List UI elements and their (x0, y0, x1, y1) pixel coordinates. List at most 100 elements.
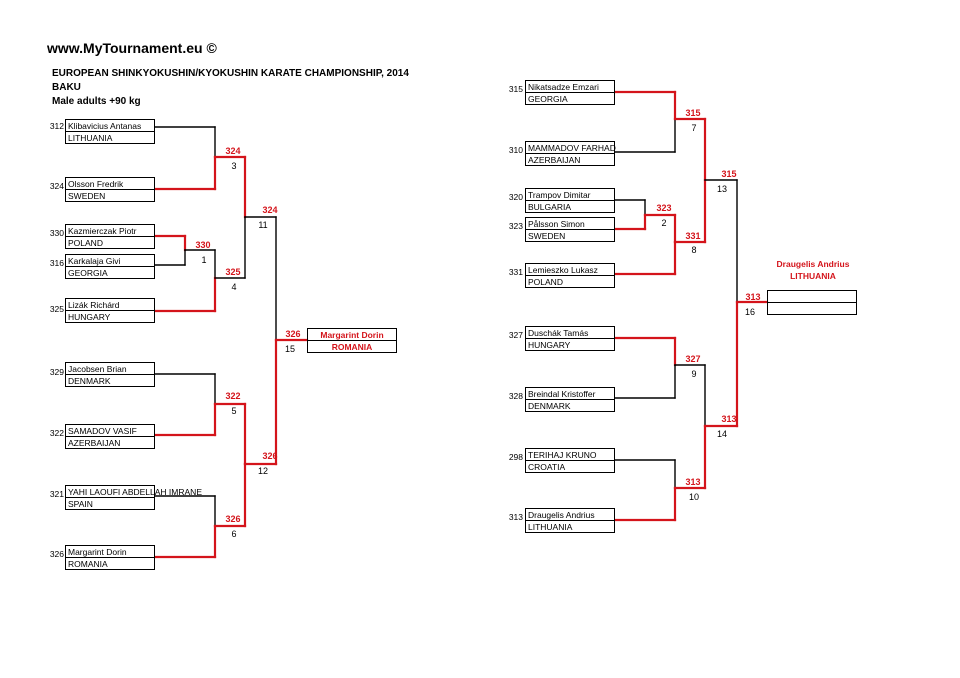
competitor-country: POLAND (528, 277, 563, 287)
competitor-name: SAMADOV VASIF (68, 426, 137, 436)
competitor-name: YAHI LAOUFI ABDELLAH IMRANE (68, 487, 202, 497)
competitor-country: GEORGIA (68, 268, 108, 278)
competitor-country: AZERBAIJAN (528, 155, 581, 165)
final-winner-country: LITHUANIA (790, 271, 836, 281)
competitor-name: Nikatsadze Emzari (528, 82, 599, 92)
seed-number: 316 (49, 258, 64, 268)
final-winner-name: Draugelis Andrius (776, 259, 850, 269)
seed-number: 324 (49, 181, 64, 191)
match-number: 12 (257, 466, 268, 476)
match-number: 10 (688, 492, 699, 502)
seed-number: 328 (508, 391, 523, 401)
match-number: 9 (691, 369, 697, 379)
seed-number: 298 (508, 452, 523, 462)
competitor-country: SWEDEN (68, 191, 106, 201)
seed-number: 326 (49, 549, 64, 559)
competitor-box[interactable]: Margarint Dorin ROMANIA (65, 545, 155, 570)
competitor-name: Breindal Kristoffer (528, 389, 596, 399)
competitor-box[interactable]: SAMADOV VASIF AZERBAIJAN (65, 424, 155, 449)
competitor-name: Margarint Dorin (68, 547, 127, 557)
seed-number: 327 (508, 330, 523, 340)
competitor-name: Lemieszko Lukasz (528, 265, 598, 275)
match-winner: 324 (225, 146, 241, 156)
competitor-box[interactable]: Trampov Dimitar BULGARIA (525, 188, 615, 213)
match-number: 8 (691, 245, 697, 255)
competitor-name: Kazmierczak Piotr (68, 226, 137, 236)
competitor-box[interactable]: Pålsson Simon SWEDEN (525, 217, 615, 242)
competitor-country: LITHUANIA (68, 133, 113, 143)
competitor-box[interactable]: Kazmierczak Piotr POLAND (65, 224, 155, 249)
seed-number: 322 (49, 428, 64, 438)
city-label: BAKU (52, 82, 81, 93)
competitor-country: DENMARK (528, 401, 571, 411)
match-number: 7 (691, 123, 697, 133)
match-number: 1 (201, 255, 207, 265)
seed-number: 313 (508, 512, 523, 522)
match-number: 14 (716, 429, 727, 439)
site-url[interactable]: www.MyTournament.eu © (47, 40, 217, 56)
competitor-name: TERIHAJ KRUNO (528, 450, 597, 460)
competitor-box[interactable]: Nikatsadze Emzari GEORGIA (525, 80, 615, 105)
competitor-country: ROMANIA (68, 559, 108, 569)
competitor-box[interactable]: Karkalaja Givi GEORGIA (65, 254, 155, 279)
match-winner: 315 (721, 169, 737, 179)
weight-category: Male adults +90 kg (52, 96, 141, 107)
match-winner: 313 (685, 477, 701, 487)
competitor-box[interactable]: Draugelis Andrius LITHUANIA (525, 508, 615, 533)
competitor-box[interactable]: TERIHAJ KRUNO CROATIA (525, 448, 615, 473)
competitor-country: DENMARK (68, 376, 111, 386)
competitor-name: Jacobsen Brian (68, 364, 127, 374)
match-winner: 331 (685, 231, 701, 241)
match-winner: 323 (656, 203, 672, 213)
competitor-country: BULGARIA (528, 202, 571, 212)
competitor-box[interactable]: YAHI LAOUFI ABDELLAH IMRANE SPAIN (65, 485, 202, 510)
competitor-box[interactable]: Lemieszko Lukasz POLAND (525, 263, 615, 288)
competitor-country: LITHUANIA (528, 522, 573, 532)
competitor-box[interactable]: Breindal Kristoffer DENMARK (525, 387, 615, 412)
competitor-name: Draugelis Andrius (528, 510, 595, 520)
seed-number: 330 (49, 228, 64, 238)
seed-number: 323 (508, 221, 523, 231)
final-winner-name: Margarint Dorin (320, 330, 384, 340)
championship-title: EUROPEAN SHINKYOKUSHIN/KYOKUSHIN KARATE … (52, 68, 409, 79)
seed-number: 320 (508, 192, 523, 202)
competitor-name: Olsson Fredrik (68, 179, 124, 189)
match-number: 5 (231, 406, 237, 416)
competitor-box[interactable]: Klibavicius Antanas LITHUANIA (65, 119, 155, 144)
seed-number: 321 (49, 489, 64, 499)
match-number: 2 (661, 218, 667, 228)
competitor-box[interactable]: MAMMADOV FARHAD AZERBAIJAN (525, 141, 616, 166)
competitor-country: GEORGIA (528, 94, 568, 104)
competitor-box[interactable]: Duschák Tamás HUNGARY (525, 326, 615, 351)
match-winner: 326 (285, 329, 301, 339)
match-number: 6 (231, 529, 237, 539)
competitor-box[interactable]: Jacobsen Brian DENMARK (65, 362, 155, 387)
match-winner: 322 (225, 391, 241, 401)
competitor-country: CROATIA (528, 462, 566, 472)
match-winner: 313 (721, 414, 737, 424)
competitor-name: Lizák Richárd (68, 300, 120, 310)
competitor-name: Pålsson Simon (528, 219, 585, 229)
competitor-country: POLAND (68, 238, 103, 248)
competitor-name: MAMMADOV FARHAD (528, 143, 616, 153)
match-winner: 327 (685, 354, 701, 364)
competitor-country: SWEDEN (528, 231, 566, 241)
competitor-name: Klibavicius Antanas (68, 121, 142, 131)
competitor-box[interactable]: Olsson Fredrik SWEDEN (65, 177, 155, 202)
final-box[interactable] (767, 290, 857, 315)
match-winner: 325 (225, 267, 241, 277)
match-number: 15 (284, 344, 295, 354)
match-number: 13 (716, 184, 727, 194)
competitor-country: HUNGARY (68, 312, 111, 322)
final-box[interactable] (307, 328, 397, 353)
seed-number: 329 (49, 367, 64, 377)
match-number: 3 (231, 161, 237, 171)
competitor-name: Karkalaja Givi (68, 256, 121, 266)
match-winner: 313 (745, 292, 761, 302)
seed-number: 325 (49, 304, 64, 314)
competitor-box[interactable]: Lizák Richárd HUNGARY (65, 298, 155, 323)
final-winner-country: ROMANIA (331, 342, 373, 352)
match-winner: 324 (262, 205, 278, 215)
